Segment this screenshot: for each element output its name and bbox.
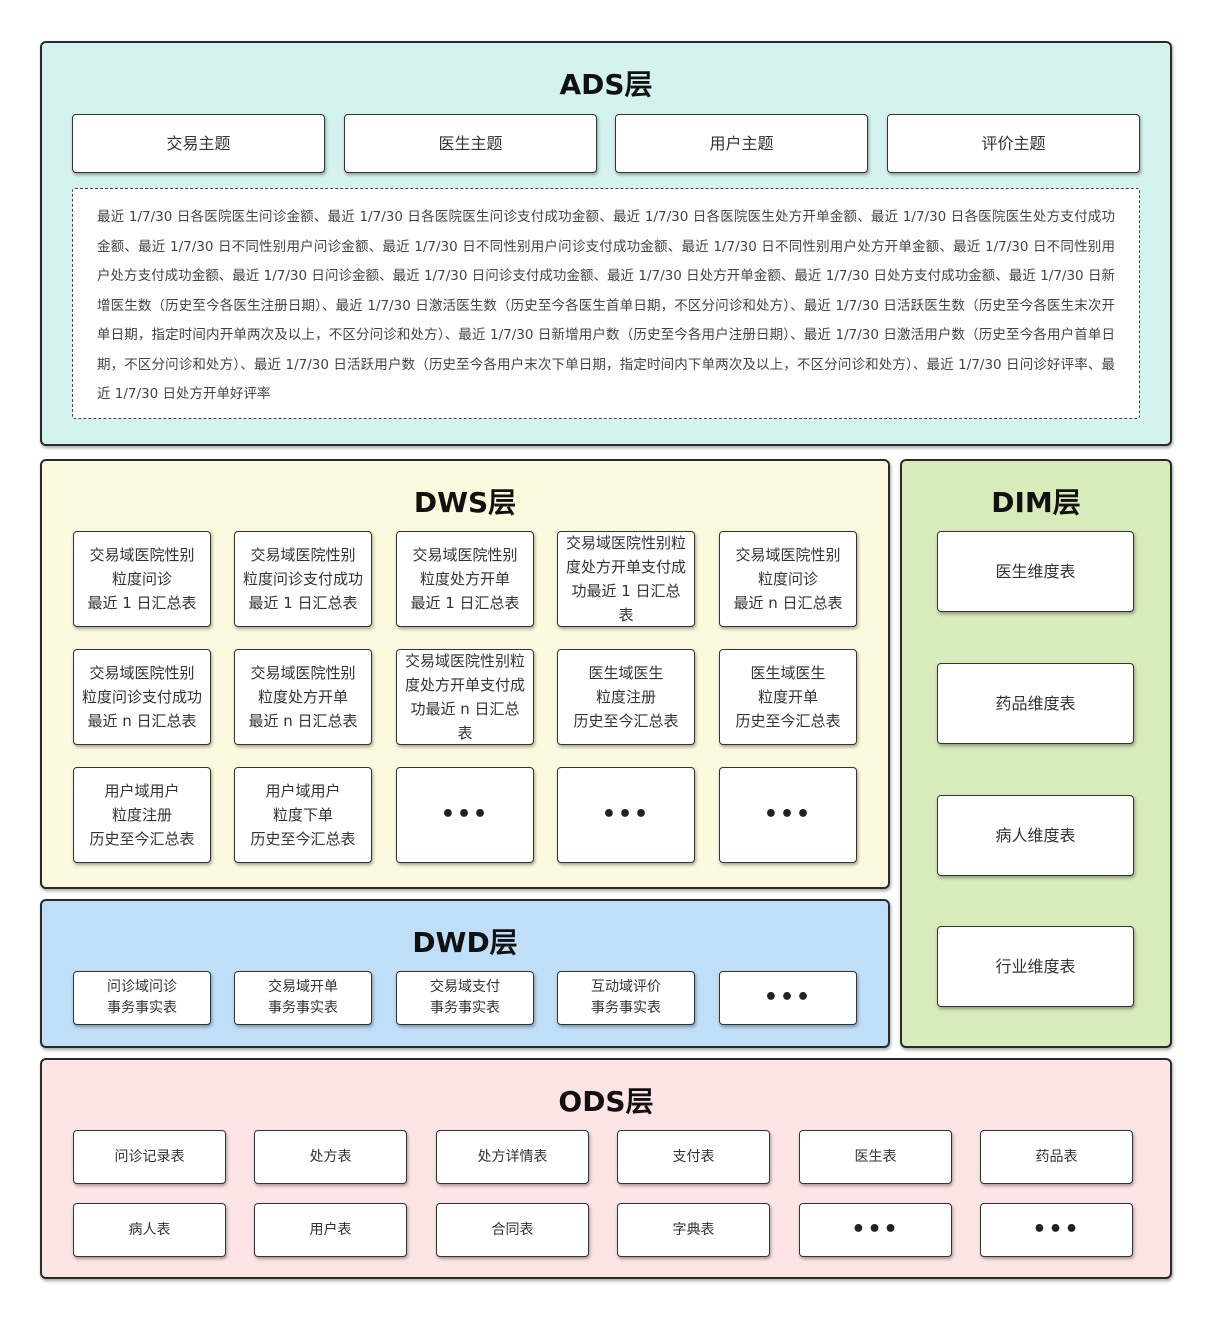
dwd-table: 交易域支付 事务事实表 bbox=[396, 971, 534, 1025]
dws-table: 用户域用户 粒度注册 历史至今汇总表 bbox=[73, 767, 211, 863]
ads-theme-doctor: 医生主题 bbox=[344, 114, 597, 173]
dws-table: 交易域医院性别 粒度问诊 最近 n 日汇总表 bbox=[719, 531, 857, 627]
ods-layer-title: ODS层 bbox=[558, 1085, 654, 1118]
ellipsis-icon: ••• bbox=[763, 802, 813, 827]
dws-table: 医生域医生 粒度开单 历史至今汇总表 bbox=[719, 649, 857, 745]
ods-more-placeholder: ••• bbox=[980, 1203, 1133, 1257]
dwd-layer-title: DWD层 bbox=[412, 926, 518, 959]
ods-table: 用户表 bbox=[254, 1203, 407, 1257]
ods-table: 合同表 bbox=[436, 1203, 589, 1257]
dws-table: 交易域医院性别 粒度处方开单 最近 n 日汇总表 bbox=[234, 649, 372, 745]
dim-table-industry: 行业维度表 bbox=[937, 926, 1134, 1007]
dws-layer-title: DWS层 bbox=[413, 486, 517, 519]
dwd-table: 互动域评价 事务事实表 bbox=[557, 971, 695, 1025]
ellipsis-icon: ••• bbox=[851, 1217, 900, 1242]
ods-table: 病人表 bbox=[73, 1203, 226, 1257]
dws-table: 用户域用户 粒度下单 历史至今汇总表 bbox=[234, 767, 372, 863]
dws-table: 医生域医生 粒度注册 历史至今汇总表 bbox=[557, 649, 695, 745]
ads-theme-trade: 交易主题 bbox=[72, 114, 325, 173]
dws-table: 交易域医院性别 粒度问诊支付成功 最近 n 日汇总表 bbox=[73, 649, 211, 745]
ads-metrics-description: 最近 1/7/30 日各医院医生问诊金额、最近 1/7/30 日各医院医生问诊支… bbox=[72, 188, 1140, 419]
ellipsis-icon: ••• bbox=[1032, 1217, 1081, 1242]
dws-table: 交易域医院性别粒 度处方开单支付成 功最近 n 日汇总表 bbox=[396, 649, 534, 745]
dws-more-placeholder: ••• bbox=[557, 767, 695, 863]
ods-table: 处方详情表 bbox=[436, 1130, 589, 1184]
ods-table: 支付表 bbox=[617, 1130, 770, 1184]
dim-layer-title: DIM层 bbox=[991, 486, 1081, 519]
dwd-more-placeholder: ••• bbox=[719, 971, 857, 1025]
dim-table-patient: 病人维度表 bbox=[937, 795, 1134, 876]
ods-more-placeholder: ••• bbox=[799, 1203, 952, 1257]
dwd-table: 问诊域问诊 事务事实表 bbox=[73, 971, 211, 1025]
dws-more-placeholder: ••• bbox=[719, 767, 857, 863]
ellipsis-icon: ••• bbox=[440, 802, 490, 827]
dws-more-placeholder: ••• bbox=[396, 767, 534, 863]
ods-table: 字典表 bbox=[617, 1203, 770, 1257]
ellipsis-icon: ••• bbox=[601, 802, 651, 827]
dws-table: 交易域医院性别粒 度处方开单支付成 功最近 1 日汇总表 bbox=[557, 531, 695, 627]
dim-table-drug: 药品维度表 bbox=[937, 663, 1134, 744]
ods-table: 药品表 bbox=[980, 1130, 1133, 1184]
ods-table: 处方表 bbox=[254, 1130, 407, 1184]
ods-table: 医生表 bbox=[799, 1130, 952, 1184]
ads-layer-title: ADS层 bbox=[559, 68, 653, 101]
ads-theme-user: 用户主题 bbox=[615, 114, 868, 173]
dim-table-doctor: 医生维度表 bbox=[937, 531, 1134, 612]
ads-theme-review: 评价主题 bbox=[887, 114, 1140, 173]
ellipsis-icon: ••• bbox=[763, 985, 813, 1010]
ods-table: 问诊记录表 bbox=[73, 1130, 226, 1184]
dws-table: 交易域医院性别 粒度处方开单 最近 1 日汇总表 bbox=[396, 531, 534, 627]
dws-table: 交易域医院性别 粒度问诊 最近 1 日汇总表 bbox=[73, 531, 211, 627]
dws-table: 交易域医院性别 粒度问诊支付成功 最近 1 日汇总表 bbox=[234, 531, 372, 627]
dwd-table: 交易域开单 事务事实表 bbox=[234, 971, 372, 1025]
